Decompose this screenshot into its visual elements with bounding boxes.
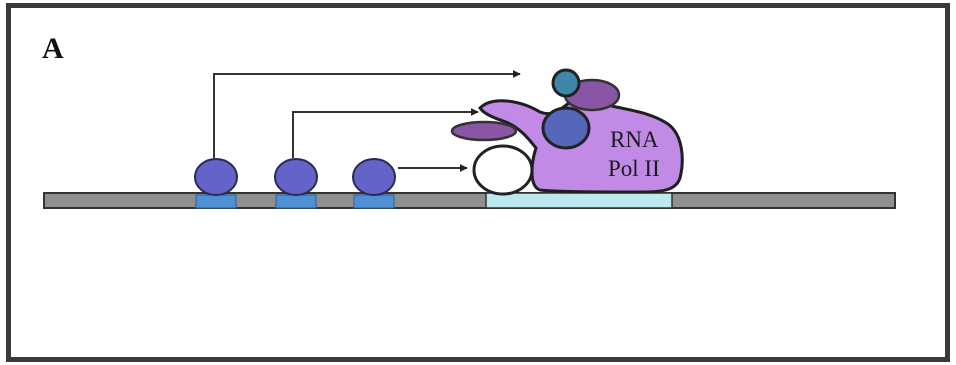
dna-strand bbox=[43, 192, 896, 209]
activator-1 bbox=[194, 158, 238, 196]
core-promoter bbox=[485, 192, 673, 209]
subunit-blue bbox=[541, 106, 591, 150]
tbp-circle bbox=[472, 144, 534, 196]
rna-pol-label-line1: RNA bbox=[610, 127, 659, 152]
activator-2 bbox=[274, 158, 318, 196]
activation-arrow-2 bbox=[292, 108, 479, 158]
subunit-teal bbox=[551, 68, 581, 98]
activator-3 bbox=[352, 158, 396, 196]
binding-site-2 bbox=[275, 194, 317, 209]
binding-site-1 bbox=[195, 194, 237, 209]
subunit-flat-purple bbox=[450, 120, 518, 142]
binding-site-3 bbox=[353, 194, 395, 209]
panel-label: A bbox=[42, 32, 64, 65]
activation-arrow-1 bbox=[213, 70, 521, 158]
rna-pol-label-line2: Pol II bbox=[608, 156, 660, 181]
